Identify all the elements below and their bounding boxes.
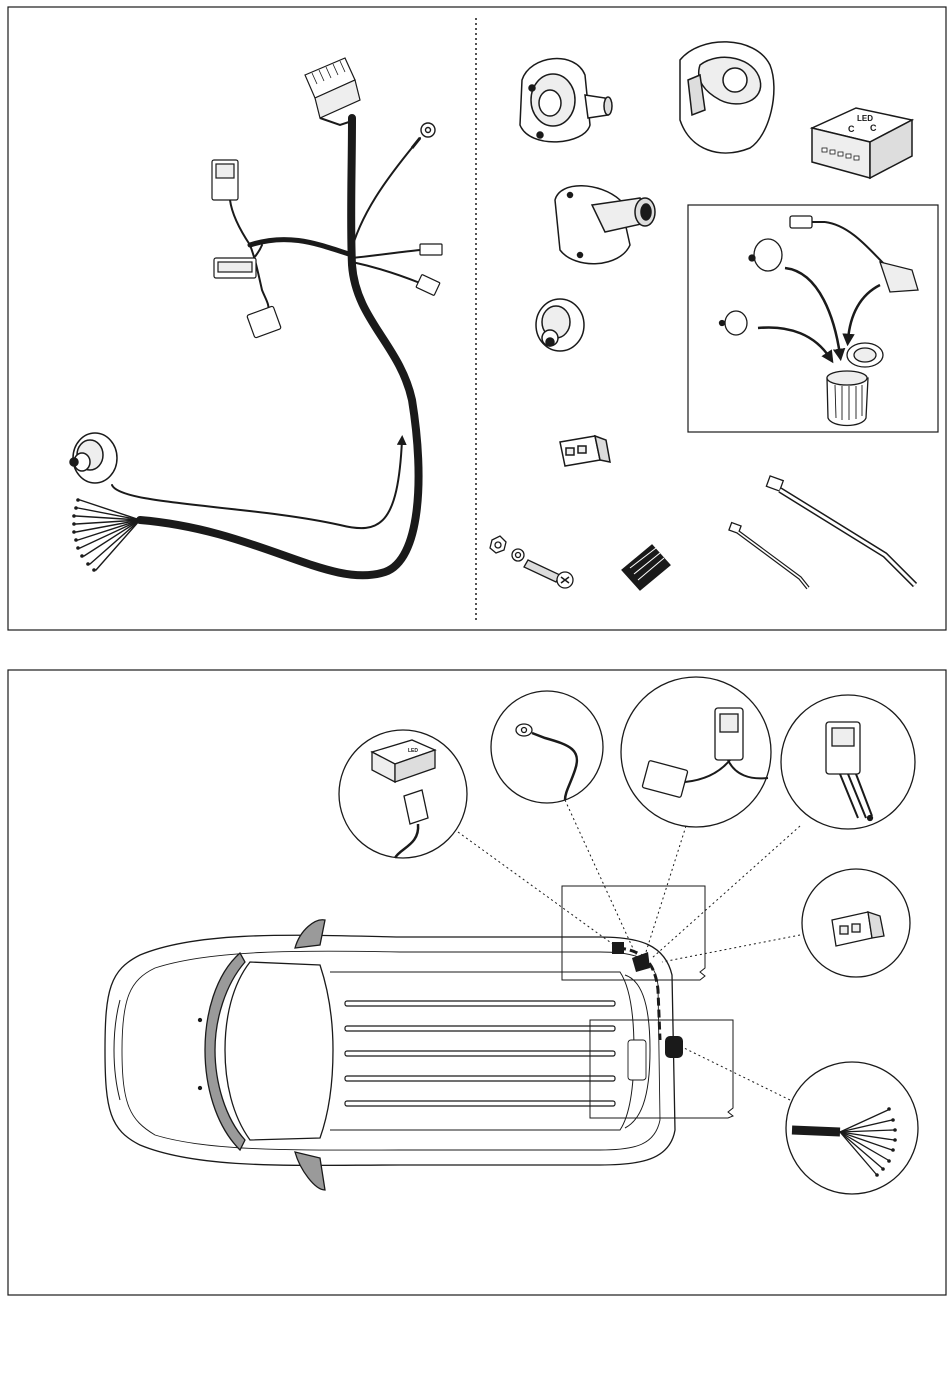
cable-grommet (536, 299, 584, 351)
socket-assembly-inset (688, 205, 938, 432)
inset-grommet-small (725, 311, 747, 335)
callout-spare-connector (802, 869, 910, 977)
module-brand-label: LED (857, 114, 873, 123)
callout-control-module (339, 730, 467, 858)
inset-small-plug (790, 216, 812, 228)
module-letter-right: C (870, 123, 877, 133)
module-letter-left: C (848, 124, 855, 134)
callout-ground-ring-terminal (491, 691, 603, 803)
socket-position-marker (665, 1036, 683, 1058)
callout-vehicle-plug (781, 695, 915, 829)
callout-module-brand: LED (408, 748, 418, 754)
roof-front (225, 962, 333, 1140)
callout-tail-lamp-connectors (621, 677, 771, 827)
inset-grommet-large (754, 239, 782, 271)
trailer-socket (680, 42, 774, 153)
module-mount-marker (612, 942, 624, 954)
installation-overview-panel: LED (8, 670, 946, 1295)
parts-contents-panel: LED C C (8, 7, 946, 630)
callout-socket-wire-ends (786, 1062, 918, 1194)
